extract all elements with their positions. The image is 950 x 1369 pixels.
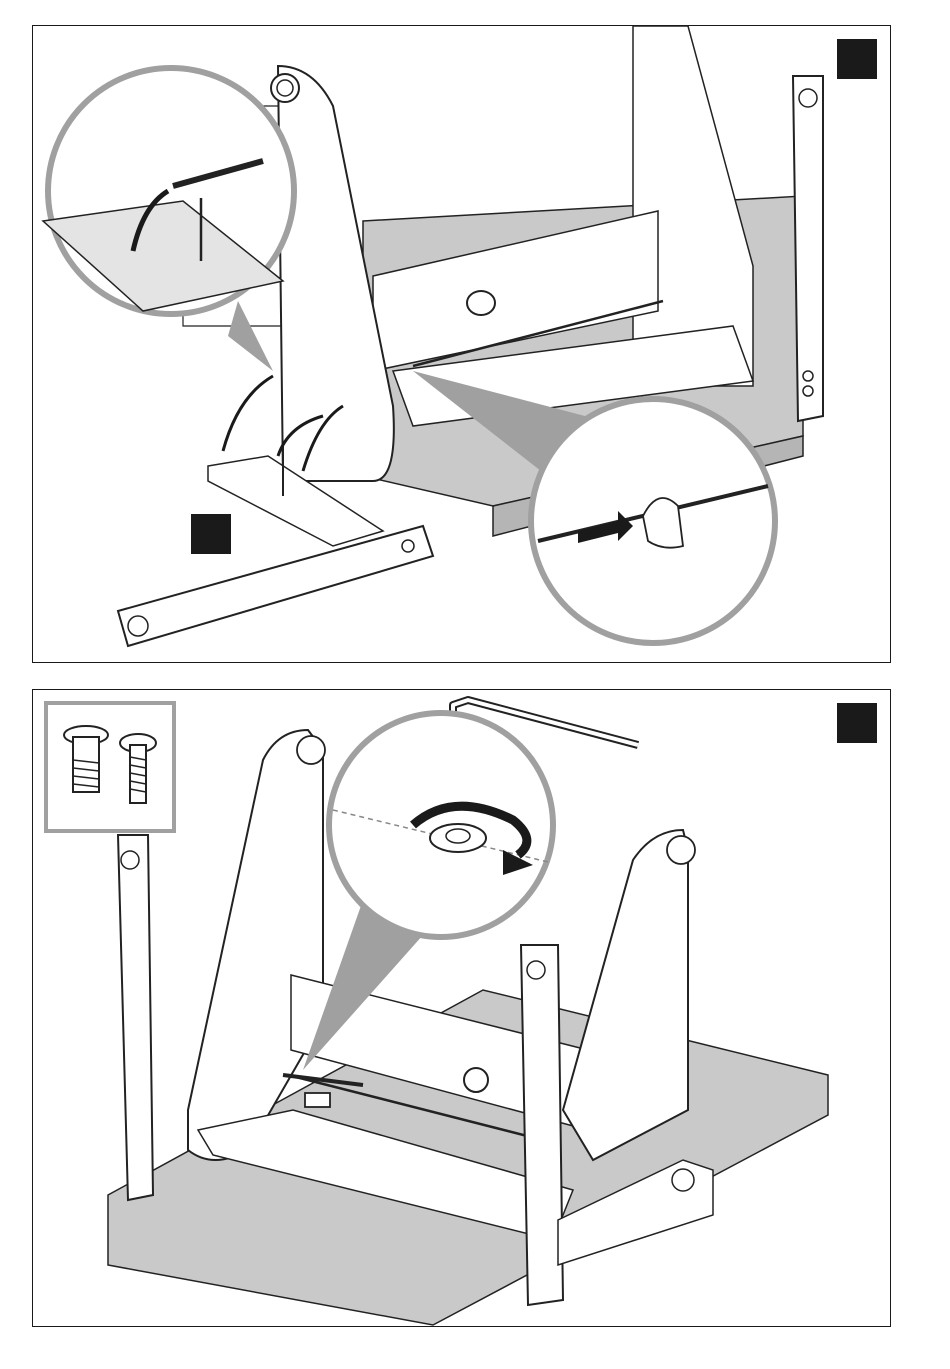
step-badge-top-right xyxy=(837,39,877,79)
assembly-step-panel-bottom xyxy=(32,689,891,1327)
assembly-illustration-top xyxy=(33,26,890,662)
side-rail-bottom xyxy=(118,526,433,646)
side-rail-right xyxy=(793,76,823,421)
flange-bolt-icon xyxy=(64,726,108,792)
side-rail-left xyxy=(118,835,153,1200)
screw-icon xyxy=(120,734,156,803)
hardware-box xyxy=(44,701,176,833)
step-badge-bottom-right xyxy=(837,703,877,743)
assembly-step-panel-top xyxy=(32,25,891,663)
hardware-box-illustration xyxy=(48,705,172,829)
step-badge-top-left xyxy=(191,514,231,554)
right-side-panel xyxy=(563,830,695,1160)
side-rail-front xyxy=(521,945,563,1305)
